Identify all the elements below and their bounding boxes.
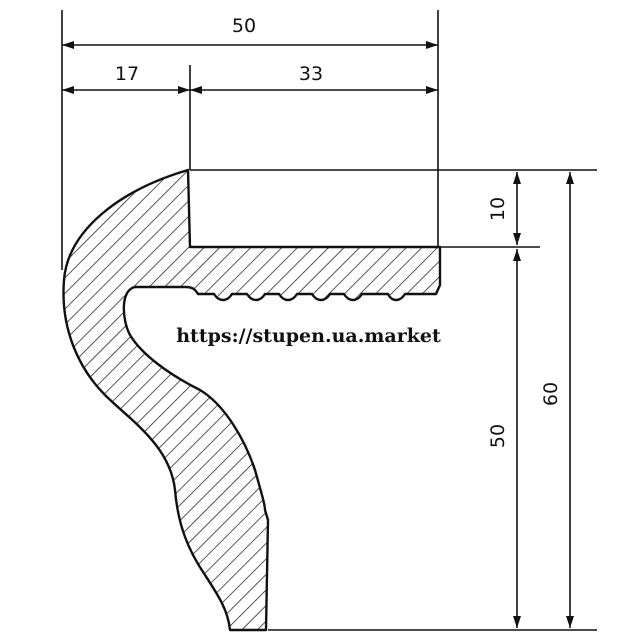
dim-label-33: 33: [299, 63, 323, 85]
dim-label-60: 60: [540, 382, 562, 406]
watermark-url: https://stupen.ua.market: [176, 325, 441, 347]
dim-label-17: 17: [115, 63, 139, 85]
dim-label-50-horizontal: 50: [232, 15, 256, 37]
dim-label-10: 10: [487, 197, 509, 221]
dim-label-50-vertical: 50: [487, 424, 509, 448]
profile-section: [62, 168, 442, 632]
